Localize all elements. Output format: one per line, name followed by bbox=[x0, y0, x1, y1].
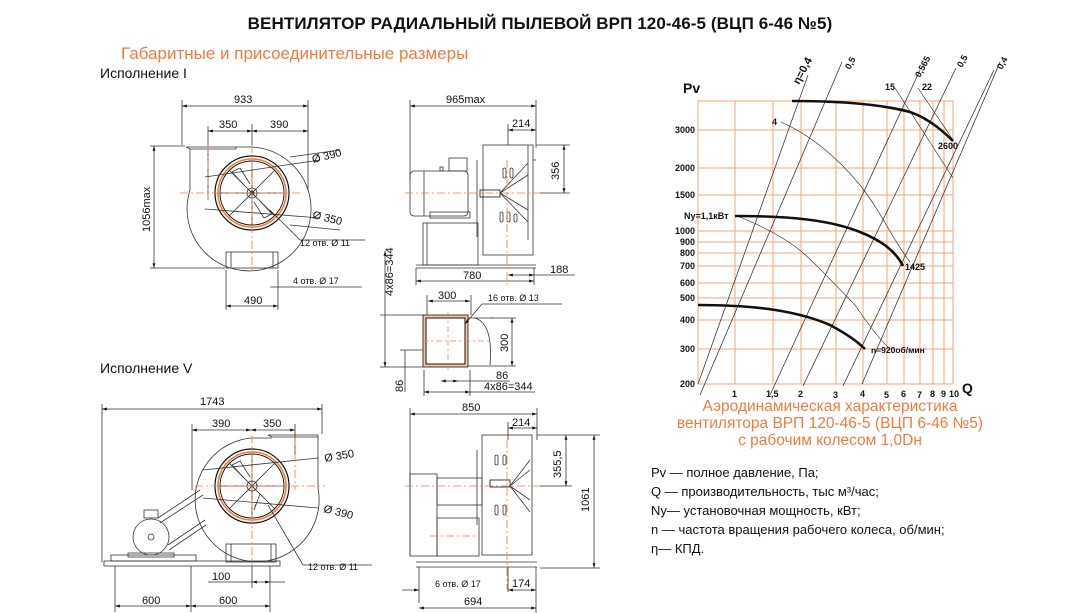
dim-flange-holes: 16 отв. Ø 13 bbox=[488, 293, 539, 303]
legend-item-pv: Pv — полное давление, Па; bbox=[651, 465, 819, 480]
svg-text:0,565: 0,565 bbox=[913, 54, 932, 79]
svg-text:2: 2 bbox=[798, 389, 803, 399]
dim-390: 390 bbox=[270, 119, 288, 131]
svg-text:5: 5 bbox=[884, 390, 889, 400]
power-label-1-1kw: Ny=1,1кВт bbox=[684, 211, 729, 221]
x-tick-labels: 1 1,5 2 3 4 5 6 7 8 9 10 bbox=[732, 389, 959, 400]
variant-1-label: Исполнение I bbox=[100, 65, 187, 81]
dim-base-holes: 4 отв. Ø 17 bbox=[293, 276, 339, 286]
dim-1056max: 1056max bbox=[141, 186, 153, 232]
dim-base-holes-v5: 6 отв. Ø 17 bbox=[435, 579, 481, 589]
svg-text:8: 8 bbox=[930, 389, 935, 399]
rpm-label-1425: 1425 bbox=[905, 262, 925, 272]
rpm-label-920: n=920об/мин bbox=[871, 345, 925, 355]
svg-text:1000: 1000 bbox=[675, 226, 695, 236]
svg-text:200: 200 bbox=[680, 379, 695, 389]
svg-text:3: 3 bbox=[833, 390, 838, 400]
dim-694: 694 bbox=[464, 596, 482, 608]
dim-flange-300-w: 300 bbox=[438, 290, 456, 302]
svg-text:9: 9 bbox=[941, 389, 946, 399]
dim-600-left: 600 bbox=[142, 595, 160, 607]
y-axis-label: Pv bbox=[683, 80, 700, 96]
svg-text:1: 1 bbox=[732, 389, 737, 399]
dim-4x86-h: 4x86=344 bbox=[484, 381, 533, 393]
dim-100: 100 bbox=[212, 571, 230, 583]
svg-text:10: 10 bbox=[949, 389, 959, 399]
dim-1743: 1743 bbox=[200, 396, 224, 408]
rpm-label-2600: 2600 bbox=[938, 141, 958, 151]
dim-dia-350: Ø 350 bbox=[311, 209, 343, 228]
dim-86-h: 86 bbox=[496, 370, 508, 382]
chart-caption-line-2: вентилятора ВРП 120-46-5 (ВЦП 6-46 №5) bbox=[676, 415, 984, 432]
efficiency-labels: η=0,4 0,5 0,565 0,5 0,4 bbox=[791, 53, 1010, 86]
legend-item-q: Q — производительность, тыс м³/час; bbox=[651, 484, 879, 499]
dim-flange-300-h: 300 bbox=[499, 334, 511, 352]
dim-350: 350 bbox=[219, 119, 237, 131]
dim-390-v5: 390 bbox=[212, 418, 230, 430]
chart-caption: Аэродинамическая характеристика вентилят… bbox=[630, 398, 1030, 449]
dim-dia-350-v5: Ø 350 bbox=[323, 448, 355, 465]
dim-flange-holes: 12 отв. Ø 11 bbox=[300, 238, 350, 248]
legend-item-ny: Ny— установочная мощность, кВт; bbox=[651, 503, 861, 518]
variant-5-side-view bbox=[402, 408, 600, 613]
dim-flange-holes-v5: 12 отв. Ø 11 bbox=[308, 562, 358, 572]
svg-text:η=0,4: η=0,4 bbox=[791, 55, 815, 87]
dim-214: 214 bbox=[512, 118, 530, 130]
dim-174: 174 bbox=[512, 578, 530, 590]
efficiency-lines bbox=[697, 61, 1001, 396]
legend: Pv — полное давление, Па; Q — производит… bbox=[651, 463, 945, 558]
dim-933: 933 bbox=[234, 94, 252, 106]
dim-780: 780 bbox=[463, 270, 481, 282]
dim-188: 188 bbox=[550, 264, 568, 276]
power-lines bbox=[734, 87, 954, 350]
chart-caption-line-3: с рабочим колесом 1,0Dн bbox=[738, 432, 922, 449]
dim-dia-390-v5: Ø 390 bbox=[322, 503, 354, 522]
svg-text:0,5: 0,5 bbox=[843, 55, 858, 71]
svg-text:7: 7 bbox=[917, 390, 922, 400]
dim-356: 356 bbox=[550, 162, 562, 180]
variant-1-side-centerlines bbox=[405, 160, 540, 285]
y-tick-labels: 3000 2000 1500 1000 900 800 700 600 500 … bbox=[675, 125, 695, 389]
dim-850: 850 bbox=[462, 402, 480, 414]
svg-text:1500: 1500 bbox=[675, 190, 695, 200]
dim-355-5: 355,5 bbox=[552, 450, 564, 478]
svg-text:0,5: 0,5 bbox=[955, 53, 970, 69]
chart-grid bbox=[697, 100, 954, 385]
power-label-15: 15 bbox=[885, 82, 895, 92]
svg-text:3000: 3000 bbox=[675, 125, 695, 135]
section-subtitle: Габаритные и присоединительные размеры bbox=[121, 44, 469, 63]
svg-text:2000: 2000 bbox=[675, 163, 695, 173]
dim-214-v5: 214 bbox=[512, 417, 530, 429]
svg-text:600: 600 bbox=[680, 278, 695, 288]
dim-4x86-v: 4x86=344 bbox=[384, 247, 396, 296]
rpm-curves bbox=[697, 99, 954, 350]
svg-text:700: 700 bbox=[680, 261, 695, 271]
legend-item-eta: η— КПД. bbox=[651, 541, 705, 556]
svg-text:6: 6 bbox=[901, 389, 906, 399]
x-axis-label: Q bbox=[962, 380, 973, 396]
dim-965max: 965max bbox=[446, 94, 486, 106]
svg-text:400: 400 bbox=[680, 315, 695, 325]
dim-1061: 1061 bbox=[580, 488, 592, 512]
variant-1-side-view bbox=[409, 100, 575, 285]
svg-text:1,5: 1,5 bbox=[766, 389, 779, 399]
power-label-4: 4 bbox=[772, 117, 777, 127]
dim-600-right: 600 bbox=[219, 595, 237, 607]
legend-item-n: n — частота вращения рабочего колеса, об… bbox=[651, 522, 945, 537]
variant-1-front-centerlines bbox=[180, 145, 300, 270]
dim-dia-390: Ø 390 bbox=[311, 147, 343, 166]
svg-text:300: 300 bbox=[680, 344, 695, 354]
dim-350-v5: 350 bbox=[263, 418, 281, 430]
power-label-22: 22 bbox=[922, 82, 932, 92]
dim-86-v: 86 bbox=[394, 380, 406, 392]
performance-chart bbox=[697, 61, 1001, 396]
variant-5-label: Исполнение V bbox=[100, 360, 193, 376]
svg-text:800: 800 bbox=[680, 248, 695, 258]
svg-text:4: 4 bbox=[860, 389, 865, 399]
svg-text:900: 900 bbox=[680, 237, 695, 247]
chart-caption-line-1: Аэродинамическая характеристика bbox=[702, 398, 958, 415]
dim-490: 490 bbox=[244, 295, 262, 307]
page-title: ВЕНТИЛЯТОР РАДИАЛЬНЫЙ ПЫЛЕВОЙ ВРП 120-46… bbox=[247, 14, 833, 33]
svg-text:500: 500 bbox=[680, 293, 695, 303]
